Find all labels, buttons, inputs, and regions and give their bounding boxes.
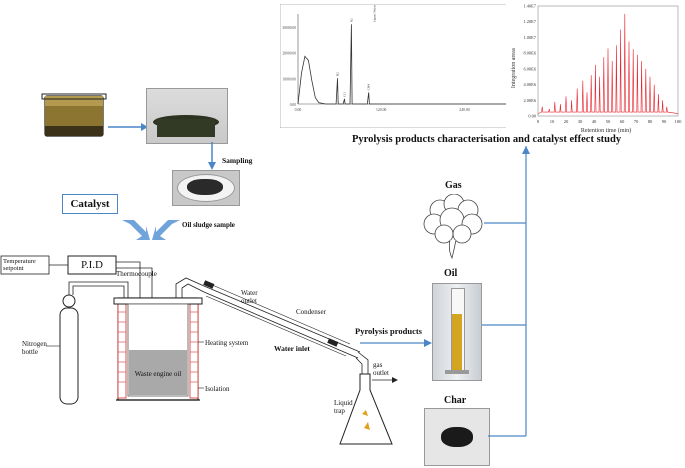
catalyst-box: Catalyst bbox=[62, 194, 118, 214]
sludge-container-photo bbox=[146, 88, 228, 144]
gcms-xlabel: Retention time (min) bbox=[581, 127, 631, 134]
liquid-trap-label: Liquid trap bbox=[334, 399, 353, 415]
gas-label: Gas bbox=[445, 180, 462, 191]
waste-engine-oil-label: Waste engine oil bbox=[134, 370, 182, 378]
char-photo bbox=[424, 408, 490, 466]
products-to-characterisation-connector bbox=[482, 146, 530, 437]
gcms-y-tick-label: 6.00E6 bbox=[523, 66, 536, 71]
gc-peak-label: CH4 bbox=[367, 84, 371, 91]
oil-cylinder-photo bbox=[432, 283, 482, 381]
oil-sludge-sample-photo bbox=[172, 170, 240, 206]
gcms-chromatogram: 0.00 2.00E6 4.00E6 6.00E6 8.00E6 1.00E7 1.20E7… bbox=[506, 0, 684, 140]
gc-x-tick-label: 240.00 bbox=[459, 108, 470, 112]
gcms-x-tick-label: 100 bbox=[675, 119, 683, 124]
gas-outlet-label: gas outlet bbox=[373, 361, 389, 377]
gcms-y-tick-label: 0.00 bbox=[528, 114, 536, 119]
gc-series-line bbox=[297, 24, 506, 105]
water-outlet-label: Water outlet bbox=[241, 289, 258, 305]
gcms-x-tick-label: 10 bbox=[550, 119, 555, 124]
pid-label: P.I.D bbox=[80, 259, 103, 271]
sampling-arrow bbox=[208, 142, 216, 170]
arrow-to-sludge-photo bbox=[108, 123, 148, 131]
heating-system-label: Heating system bbox=[205, 339, 249, 347]
gcms-x-tick-label: 40 bbox=[592, 119, 597, 124]
gcms-y-tick-label: 1.40E7 bbox=[523, 4, 536, 9]
gcms-plot-frame bbox=[537, 5, 679, 117]
gcms-x-tick-label: 30 bbox=[578, 119, 583, 124]
thermocouple-label: Thermocouple bbox=[116, 270, 157, 278]
isolation-label: Isolation bbox=[205, 385, 230, 393]
gcms-x-tick-label: 80 bbox=[648, 119, 653, 124]
sampling-label: Sampling bbox=[222, 156, 253, 165]
gc-peak-label: CO bbox=[342, 92, 346, 97]
gas-cloud-icon bbox=[423, 194, 483, 260]
products-arrow bbox=[360, 339, 432, 347]
sludge-beaker bbox=[41, 93, 107, 137]
gc-y-tick-label: 0.00 bbox=[290, 103, 296, 107]
gcms-y-tick-label: 2.00E6 bbox=[523, 98, 536, 103]
gcms-y-tick-label: 1.20E7 bbox=[523, 19, 536, 24]
gc-x-tick-label: 120.00 bbox=[376, 108, 387, 112]
condenser-label: Condenser bbox=[296, 308, 326, 316]
characterisation-title: Pyrolysis products characterisation and … bbox=[352, 134, 622, 145]
gcms-series-line bbox=[537, 13, 679, 114]
water-inlet-label: Water inlet bbox=[274, 344, 310, 353]
gc-y-tick-label: 10000.00 bbox=[283, 77, 297, 81]
char-label: Char bbox=[444, 395, 467, 406]
gcms-y-tick-label: 8.00E6 bbox=[523, 51, 536, 56]
gcms-x-tick-label: 20 bbox=[564, 119, 569, 124]
gcms-ylabel: Integration areas bbox=[511, 47, 517, 88]
gc-x-tick-label: 0.00 bbox=[295, 108, 302, 112]
nitrogen-bottle-label: Nitrogen bottle bbox=[22, 340, 47, 356]
gcms-y-tick-label: 4.00E6 bbox=[523, 82, 536, 87]
pyrolysis-apparatus bbox=[0, 255, 398, 445]
temperature-setpoint-label: Temperature setpoint bbox=[3, 258, 36, 272]
gc-peak-label: Signal Noise bbox=[372, 4, 376, 22]
gc-y-tick-label: 20000.00 bbox=[283, 52, 297, 56]
pyrolysis-products-label: Pyrolysis products bbox=[355, 326, 422, 336]
gcms-y-tick-label: 1.00E7 bbox=[523, 35, 536, 40]
gcms-x-tick-label: 70 bbox=[634, 119, 639, 124]
gcms-x-tick-label: 50 bbox=[606, 119, 611, 124]
oil-label: Oil bbox=[444, 268, 458, 279]
gc-peak-label: N2 bbox=[349, 18, 353, 22]
gas-chromatogram: 30000.00 20000.00 10000.00 0.000.00 120.00 24… bbox=[280, 4, 512, 128]
gcms-x-tick-label: 0 bbox=[537, 119, 540, 124]
gcms-x-tick-label: 90 bbox=[662, 119, 667, 124]
gcms-x-tick-label: 60 bbox=[620, 119, 625, 124]
oil-sludge-sample-label: Oil sludge sample bbox=[182, 221, 235, 229]
gc-y-tick-label: 30000.00 bbox=[283, 26, 297, 30]
gc-peak-label: H2 bbox=[336, 72, 340, 76]
catalyst-arrows bbox=[122, 220, 180, 240]
